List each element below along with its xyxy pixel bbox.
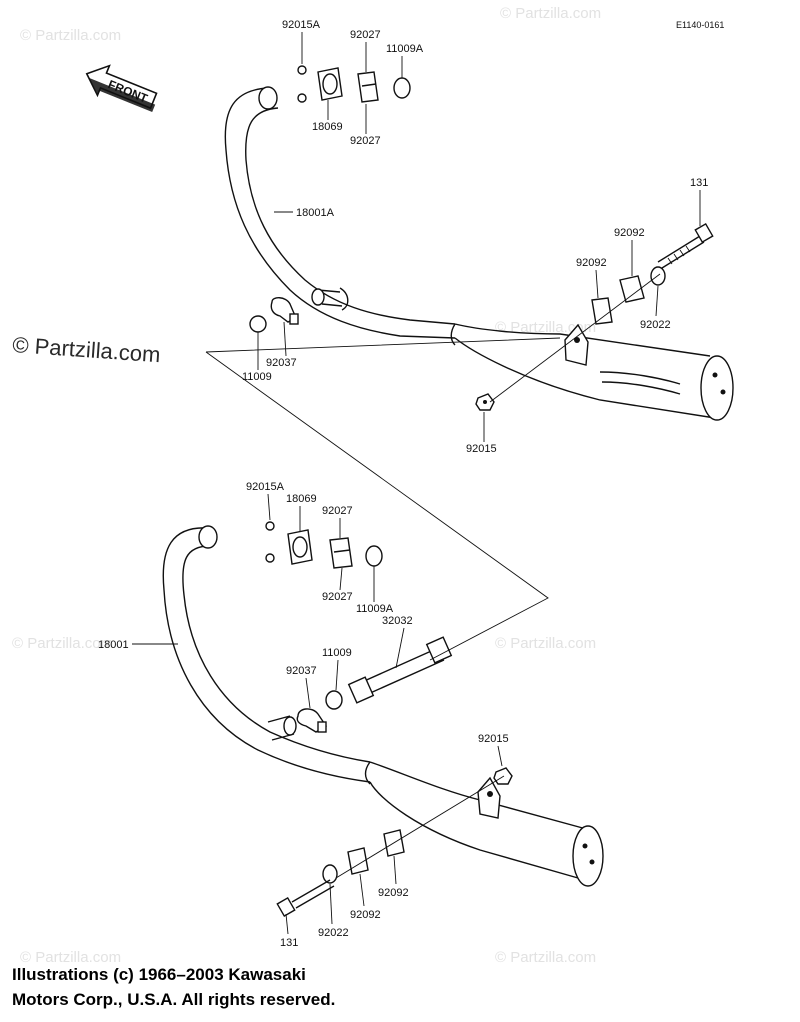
callout-92027: 92027	[322, 591, 353, 603]
front-arrow-icon: FRONT	[85, 64, 158, 113]
callout-18069: 18069	[312, 121, 343, 133]
callout-11009: 11009	[322, 647, 352, 659]
callout-11009a: 11009A	[356, 603, 394, 615]
nut-92015-bottom	[493, 767, 513, 785]
callout-92092: 92092	[378, 887, 409, 899]
callouts-top: 92015A 92027 11009A 18069 92027 18001A 1…	[242, 19, 708, 455]
washer-92022-bottom	[322, 864, 338, 884]
callout-92027: 92027	[350, 135, 381, 147]
ring-11009-top	[249, 315, 267, 333]
callout-32032: 32032	[382, 615, 413, 627]
collar-92027-bottom	[329, 537, 353, 569]
callout-11009a: 11009A	[386, 43, 424, 55]
callout-92015: 92015	[478, 733, 509, 745]
damper-92092-bottom-b	[347, 847, 369, 875]
callout-18001: 18001	[98, 639, 129, 651]
ring-11009-bottom	[325, 690, 343, 710]
damper-92092-top-b	[591, 297, 613, 325]
callout-11009: 11009	[242, 371, 272, 383]
exhaust-pipe-18001	[162, 527, 371, 783]
callout-92092: 92092	[350, 909, 381, 921]
callout-92037: 92037	[266, 357, 297, 369]
callout-92015a: 92015A	[282, 19, 321, 31]
callout-131: 131	[280, 937, 298, 949]
watermark-layer: © Partzilla.com © Partzilla.com © Partzi…	[12, 5, 601, 966]
watermark-text: © Partzilla.com	[495, 949, 596, 966]
muffler-bottom	[369, 761, 591, 881]
callout-92037: 92037	[286, 665, 317, 677]
copyright-line-2: Motors Corp., U.S.A. All rights reserved…	[12, 990, 336, 1009]
exhaust-pipe-18001a	[224, 87, 456, 339]
bottom-exhaust-assembly	[162, 521, 604, 918]
watermark-text: © Partzilla.com	[495, 319, 596, 336]
copyright-notice: Illustrations (c) 1966–2003 Kawasaki Mot…	[12, 962, 572, 1012]
damper-92092-top-a	[619, 275, 645, 303]
callout-92015: 92015	[466, 443, 497, 455]
bolt-131-top	[657, 222, 714, 269]
callout-92092: 92092	[614, 227, 645, 239]
callout-18001a: 18001A	[296, 207, 335, 219]
partzilla-watermark: © Partzilla.com	[12, 332, 162, 367]
callout-131: 131	[690, 177, 708, 189]
callouts-bottom: 92015A 18069 92027 92027 11009A 18001 32…	[98, 481, 509, 949]
collar-92027-top	[357, 71, 379, 103]
muffler-top	[454, 323, 716, 419]
callout-18069: 18069	[286, 493, 317, 505]
callout-92022: 92022	[318, 927, 349, 939]
top-exhaust-assembly	[224, 65, 734, 421]
assembly-link-lines	[205, 337, 561, 661]
copyright-line-1: Illustrations (c) 1966–2003 Kawasaki	[12, 965, 306, 984]
callout-92015a: 92015A	[246, 481, 285, 493]
watermark-text: © Partzilla.com	[12, 635, 113, 652]
ring-11009a-bottom	[365, 545, 383, 567]
callout-92092: 92092	[576, 257, 607, 269]
connecting-pipe-32032	[347, 636, 453, 704]
watermark-text: © Partzilla.com	[20, 949, 121, 966]
diagram-reference-code: E1140-0161	[676, 20, 724, 30]
watermark-text: © Partzilla.com	[500, 5, 601, 22]
callout-92022: 92022	[640, 319, 671, 331]
watermark-text: © Partzilla.com	[495, 635, 596, 652]
bolt-131-bottom	[276, 879, 335, 918]
callout-92027: 92027	[322, 505, 353, 517]
ring-11009a-top	[393, 77, 411, 99]
watermark-text: © Partzilla.com	[20, 27, 121, 44]
callout-92027: 92027	[350, 29, 381, 41]
